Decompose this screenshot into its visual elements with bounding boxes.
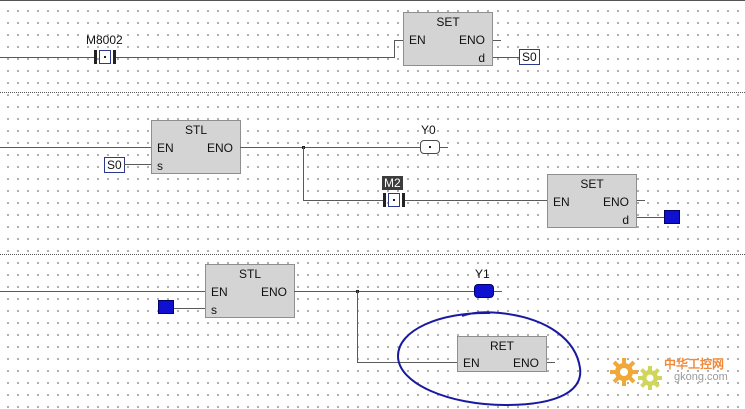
set-block[interactable]: SET EN ENO d (547, 174, 637, 228)
pin-d: d (478, 51, 485, 65)
wire (357, 362, 458, 363)
wire (394, 40, 395, 58)
wire (493, 57, 520, 58)
pin-s: s (211, 303, 217, 317)
wire (0, 57, 95, 58)
coil-y1[interactable] (472, 283, 496, 299)
pin-s: s (157, 159, 163, 173)
pin-d: d (622, 213, 629, 227)
wire (240, 147, 420, 148)
pin-eno: ENO (512, 356, 539, 370)
pin-eno: ENO (602, 195, 629, 209)
watermark-text: 中华工控网 (664, 357, 725, 371)
block-title: SET (436, 15, 460, 29)
wire (637, 200, 645, 201)
wire (357, 291, 358, 363)
wire (294, 291, 474, 292)
block-title: SET (580, 177, 604, 191)
contact-m8002[interactable] (94, 50, 116, 64)
coil-label-y0: Y0 (421, 123, 436, 137)
pin-en: EN (409, 33, 426, 47)
contact-m2[interactable] (383, 193, 405, 207)
wire (174, 308, 206, 309)
ret-block[interactable]: RET EN ENO (457, 336, 547, 372)
wire (303, 147, 304, 201)
block-title: STL (184, 123, 207, 137)
contact-label-m8002: M8002 (86, 33, 123, 47)
wire (116, 57, 395, 58)
contact-label-m2: M2 (382, 176, 403, 190)
wire (124, 164, 152, 165)
pin-en: EN (463, 356, 480, 370)
coil-y0[interactable] (418, 139, 442, 155)
pin-eno: ENO (458, 33, 485, 47)
pin-eno: ENO (260, 285, 287, 299)
stl-block[interactable]: STL EN ENO s (151, 120, 241, 174)
watermark-sub: gkong.com (674, 371, 728, 383)
watermark: 中华工控网 gkong.com (610, 352, 742, 392)
pin-eno: ENO (206, 141, 233, 155)
gear-icon (610, 358, 662, 390)
stl-block[interactable]: STL EN ENO s (205, 264, 295, 318)
set-block[interactable]: SET EN ENO d (403, 12, 493, 66)
coil-label-y1: Y1 (475, 267, 490, 281)
wire (440, 147, 448, 148)
wire (637, 217, 665, 218)
empty-operand-d[interactable] (664, 210, 680, 224)
pin-en: EN (553, 195, 570, 209)
block-title: RET (490, 339, 514, 353)
rung-separator (0, 92, 745, 93)
operand-d[interactable]: S0 (519, 49, 540, 65)
operand-s[interactable]: S0 (104, 157, 125, 173)
top-border (0, 0, 745, 1)
rung-separator (0, 254, 745, 255)
wire (0, 147, 152, 148)
wire (494, 291, 502, 292)
wire (0, 291, 206, 292)
wire (303, 200, 383, 201)
pin-en: EN (211, 285, 228, 299)
wire (493, 40, 501, 41)
block-title: STL (238, 267, 261, 281)
wire (405, 200, 548, 201)
wire (547, 362, 555, 363)
pin-en: EN (157, 141, 174, 155)
empty-operand-s[interactable] (158, 300, 174, 314)
wire (394, 40, 404, 41)
